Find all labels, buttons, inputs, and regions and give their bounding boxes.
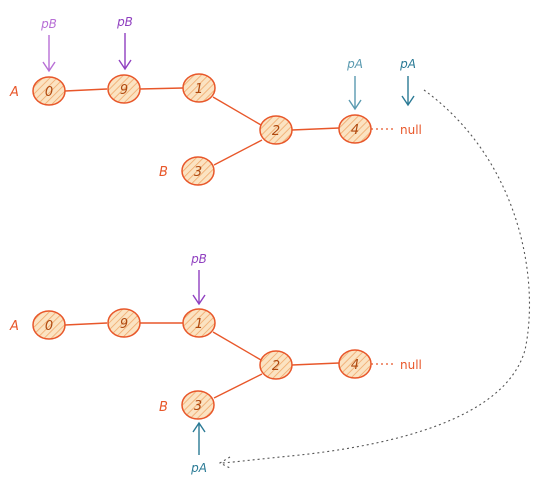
node-9: 9 [107,74,141,104]
pointer-pb-1-arrow [42,35,56,73]
edge-1-2 [212,96,262,126]
node-1-value: 1 [195,82,203,97]
node-0-bottom-value: 0 [45,319,53,334]
pointer-pb-bottom: pB [190,252,207,306]
pointer-pb-2: pB [116,15,133,71]
edge-3-2 [213,139,263,166]
node-4-value: 4 [351,123,359,138]
node-0-bottom: 0 [32,310,66,340]
node-9-value: 9 [120,83,128,98]
edge-2-4 [291,127,340,131]
node-3-bottom-value: 3 [194,399,202,414]
dotted-connector [218,89,530,469]
node-4: 4 [338,114,372,144]
pointer-pa-2-arrow [401,76,415,107]
pointer-pb-1-label: pB [40,17,57,31]
pointer-pa-bottom: pA [190,421,207,475]
node-9-bottom: 9 [107,308,141,338]
node-0: 0 [32,76,66,106]
null-label-bottom: null [400,358,422,372]
node-1-bottom-value: 1 [195,317,203,332]
pointer-pb-bottom-label: pB [190,252,207,266]
pointer-pb-bottom-arrow [192,270,206,306]
pointer-pa-1-label: pA [346,57,363,71]
edge-2-4-bottom [291,362,340,366]
edge-3-2-bottom [213,373,263,399]
pointer-pa-bottom-label: pA [190,461,207,475]
null-label: null [400,123,422,137]
node-2-value: 2 [272,124,280,139]
pointer-pa-bottom-arrow [192,421,206,455]
node-3: 3 [181,156,215,186]
edge-9-1 [139,87,184,90]
node-3-value: 3 [194,165,202,180]
pointer-pa-1-arrow [348,76,362,111]
node-2: 2 [259,115,293,145]
node-9-bottom-value: 9 [120,317,128,332]
top-diagram: A B 0 9 1 2 4 3 null pB [9,15,422,186]
edge-1-2-bottom [212,331,262,361]
node-1-bottom: 1 [182,308,216,338]
pointer-pb-1: pB [40,17,57,73]
edge-0-9 [64,88,108,92]
bottom-diagram: A B 0 9 1 2 4 3 null pB [9,252,422,475]
node-4-bottom: 4 [338,349,372,379]
node-0-value: 0 [45,85,53,100]
pointer-pb-2-label: pB [116,15,133,29]
pointer-pa-2-label: pA [399,57,416,71]
list-a-label-bottom: A [9,319,19,334]
pointer-pa-2: pA [399,57,416,107]
node-2-bottom-value: 2 [272,359,280,374]
node-4-bottom-value: 4 [351,358,359,373]
node-3-bottom: 3 [181,390,215,420]
list-a-label: A [9,85,19,100]
node-1: 1 [182,73,216,103]
pointer-pa-1: pA [346,57,363,111]
edge-0-9-bottom [64,322,108,326]
node-2-bottom: 2 [259,350,293,380]
list-b-label: B [159,165,168,180]
list-b-label-bottom: B [159,400,168,415]
pointer-pb-2-arrow [118,33,132,71]
